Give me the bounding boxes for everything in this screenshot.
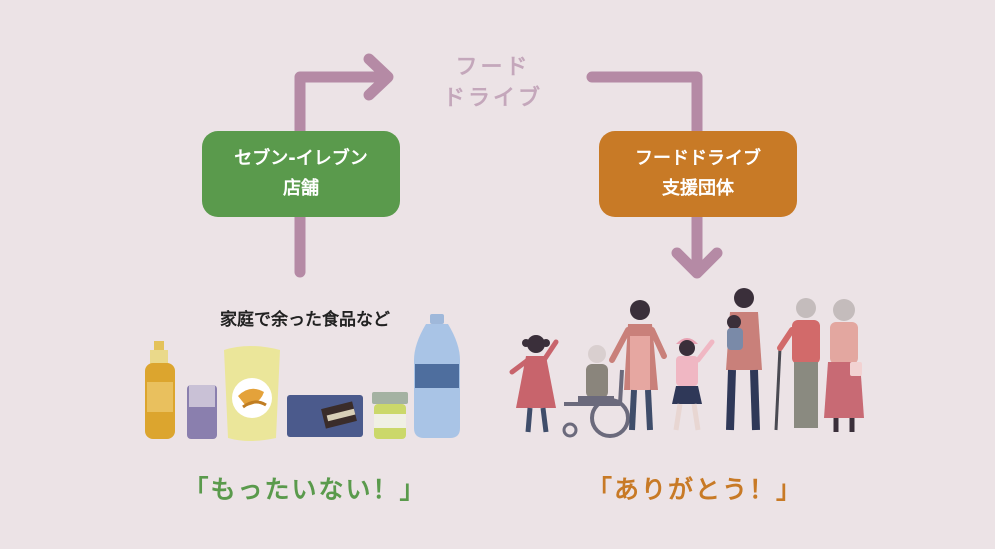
girl-person-icon [509,335,559,433]
parent-with-child-icon [726,288,762,431]
store-box-line2: 店舗 [283,178,319,199]
wheelchair-user-icon [562,345,630,438]
store-box-line1: セブン-イレブン [234,148,368,169]
can-icon [187,385,217,439]
caregiver-person-icon [609,300,667,431]
food-drive-label: フード ドライブ [428,52,558,114]
elderly-man-icon [774,298,820,431]
donated-food-items [145,314,460,441]
mottainai-quote: 「もったいない！」 [183,475,427,504]
seven-eleven-store-box: セブン-イレブン 店舗 [202,131,400,217]
chips-bag-icon [224,346,280,441]
support-box-line2: 支援団体 [662,178,734,199]
arigatou-quote: 「ありがとう！」 [586,475,803,504]
support-box-line1: フードドライブ [635,148,761,169]
child-person-icon [672,338,715,431]
snack-bar-icon [287,395,363,437]
support-organization-box: フードドライブ 支援団体 [599,131,797,217]
food-drive-label-line2: ドライブ [442,86,543,111]
household-food-caption: 家庭で余った食品など [220,310,390,330]
community-people-illustration [509,288,864,438]
elderly-woman-icon [824,299,864,432]
food-drive-label-line1: フード [455,55,531,80]
jar-icon [372,392,408,439]
oil-bottle-icon [145,341,175,439]
water-bottle-icon [414,314,460,438]
